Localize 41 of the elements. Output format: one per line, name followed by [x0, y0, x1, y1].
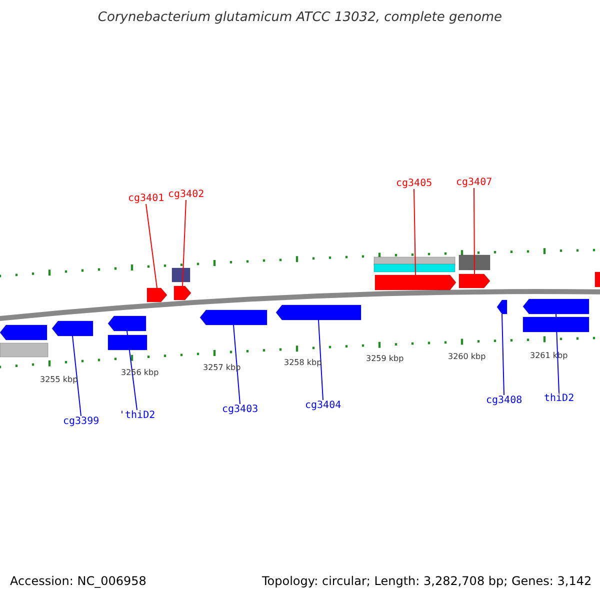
gene-bar	[496, 300, 508, 314]
gene-bar	[146, 288, 168, 302]
gene-label: cg3404	[305, 400, 342, 411]
accession-text: Accession: NC_006958	[10, 574, 146, 588]
gene-label: cg3399	[63, 416, 100, 427]
leader-line	[72, 336, 82, 416]
scale-label: 3259 kbp	[366, 354, 404, 363]
leader-line	[556, 314, 560, 394]
leader-line	[502, 314, 504, 396]
scale-label: 3260 kbp	[448, 352, 486, 361]
gene-bar	[458, 254, 490, 270]
leader-line	[146, 204, 158, 288]
gene-label: cg3401	[128, 193, 164, 204]
gene-label: cg3402	[168, 189, 204, 200]
gene-bar	[108, 316, 146, 332]
gene-bar	[522, 298, 590, 314]
gene-bar	[594, 272, 600, 288]
gene-bar	[174, 286, 192, 300]
gene-bar	[172, 268, 190, 282]
gene-label: thiD2	[544, 393, 574, 404]
gene-label: cg3405	[396, 178, 432, 189]
gene-bar	[52, 320, 94, 336]
gene-bar	[458, 274, 490, 288]
gene-bar	[522, 316, 590, 332]
gene-bar	[200, 310, 268, 326]
leader-line	[474, 188, 475, 274]
leader-line	[182, 200, 186, 286]
leader-line	[414, 188, 416, 276]
gene-bar	[374, 274, 456, 290]
title: Corynebacterium glutamicum ATCC 13032, complete genome	[96, 10, 504, 25]
gene-bar	[0, 342, 48, 358]
gene-bar	[0, 324, 48, 340]
gene-bar	[374, 264, 456, 272]
gene-label: cg3407	[456, 177, 492, 188]
leader-line	[318, 320, 324, 400]
gene-label: cg3408	[486, 395, 522, 406]
gene-label: 'thiD2	[119, 410, 156, 421]
gene-bar	[108, 334, 148, 350]
gene-label: cg3403	[222, 404, 258, 415]
summary-text: Topology: circular; Length: 3,282,708 bp; Genes: 3,142	[262, 574, 592, 588]
gene-bar	[276, 304, 362, 320]
